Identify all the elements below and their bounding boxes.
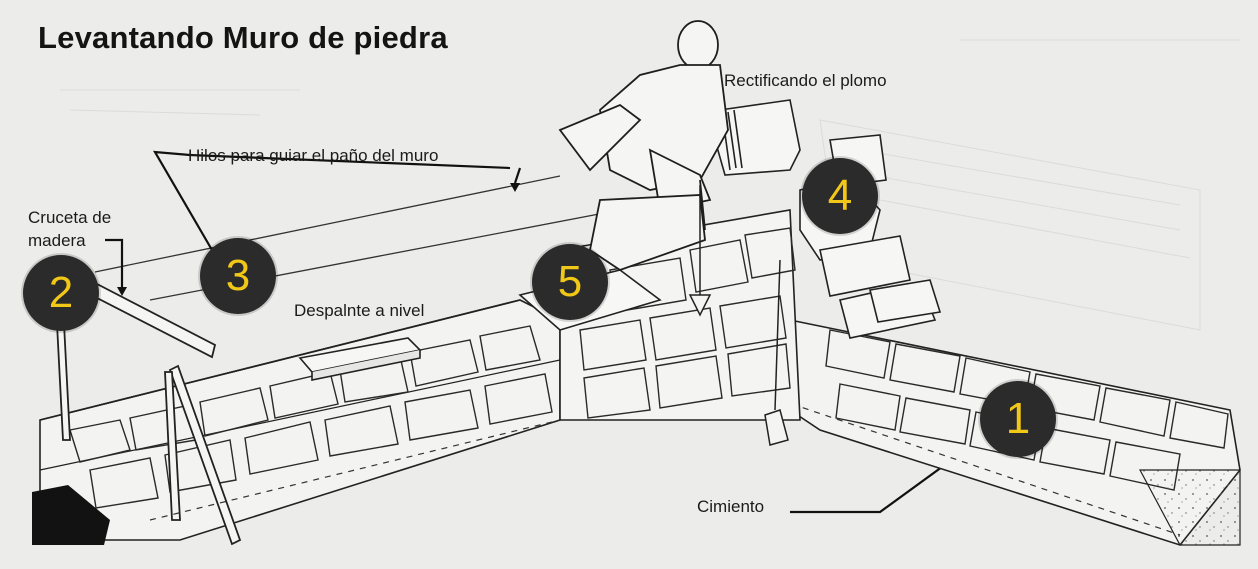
label-level: Despalnte a nivel xyxy=(294,301,425,320)
label-guide-strings: Hilos para guiar el paño del muro xyxy=(188,146,439,165)
held-stone xyxy=(714,99,801,176)
foundation-texture xyxy=(1139,469,1241,546)
foundation-dashes xyxy=(149,399,1181,536)
marker-4: 4 xyxy=(802,158,878,234)
worker-figure xyxy=(558,20,729,271)
label-cross-top: Cruceta de xyxy=(28,208,112,227)
arrow-heads xyxy=(117,183,520,296)
diagram-title: Levantando Muro de piedra xyxy=(38,20,448,55)
footing-block xyxy=(32,485,110,545)
tower-stones xyxy=(579,227,796,419)
label-foundation: Cimiento xyxy=(697,497,765,516)
label-cross-bottom: madera xyxy=(28,231,86,250)
marker-3: 3 xyxy=(200,238,276,314)
label-plumb-check: Rectificando el plomo xyxy=(724,71,887,90)
marker-5: 5 xyxy=(532,244,608,320)
plumb-line xyxy=(688,185,789,446)
stacked-stones xyxy=(799,134,942,339)
marker-2: 2 xyxy=(23,255,99,331)
level-plank xyxy=(298,337,422,381)
marker-1: 1 xyxy=(980,381,1056,457)
